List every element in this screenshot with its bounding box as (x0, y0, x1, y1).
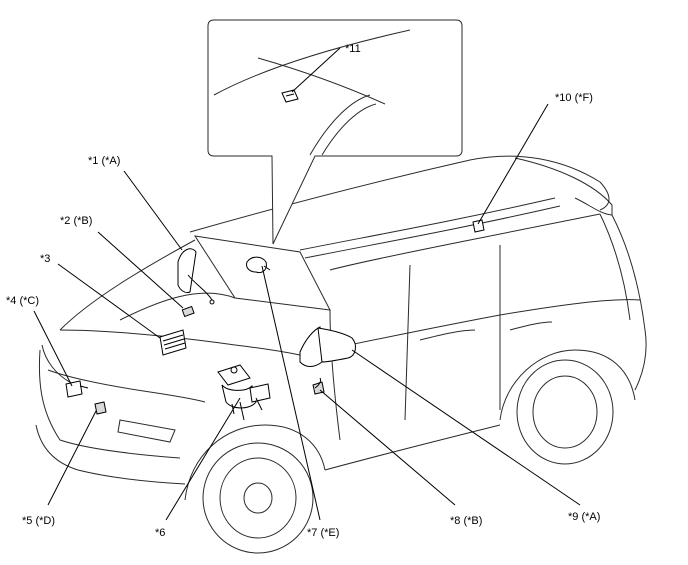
callout-4: *4 (*C) (6, 295, 39, 307)
part-7-windshield-sensor (246, 256, 271, 273)
callout-8: *8 (*B) (450, 515, 482, 527)
part-11-interior-sensor (281, 89, 299, 103)
callout-6: *6 (155, 527, 165, 539)
callout-10: *10 (*F) (555, 92, 593, 104)
part-5-front-connector (94, 401, 107, 415)
callout-1: *1 (*A) (88, 155, 120, 167)
part-10-roof-sensor (472, 219, 485, 233)
part-4-front-sensor (65, 380, 89, 398)
callout-9: *9 (*A) (568, 511, 600, 523)
callout-2: *2 (*B) (60, 215, 92, 227)
callout-labels: *1 (*A) *2 (*B) *3 *4 (*C) *5 (*D) *6 *7… (6, 43, 600, 539)
part-2-mirror-connector (181, 305, 195, 318)
detail-inset (207, 19, 463, 245)
callout-5: *5 (*D) (22, 515, 55, 527)
part-9-right-outer-mirror (299, 326, 356, 367)
part-1-left-outer-mirror (177, 248, 215, 305)
part-3-ecu (159, 329, 187, 356)
callout-7: *7 (*E) (307, 527, 339, 539)
leader-lines (33, 47, 581, 521)
callout-11: *11 (345, 43, 361, 55)
callout-3: *3 (40, 253, 50, 265)
part-6-actuator-assembly (217, 364, 271, 421)
